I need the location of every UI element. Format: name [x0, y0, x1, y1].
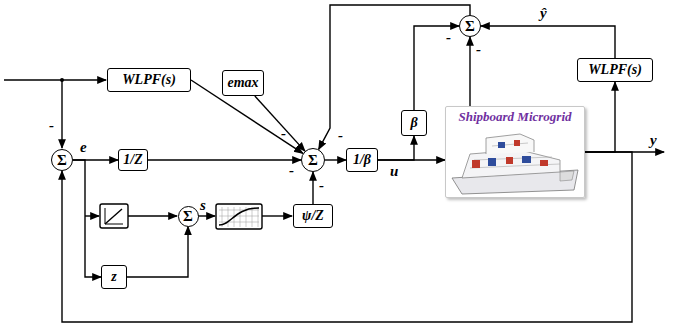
sliding-surface-wire — [198, 215, 215, 216]
block-text: β — [410, 115, 417, 130]
signal-connector — [148, 159, 301, 160]
saturation-symbol — [216, 204, 262, 229]
summing-junction: Σ — [178, 206, 199, 227]
signal-connector — [62, 152, 632, 322]
signal-connector — [312, 172, 313, 204]
signal-connector — [325, 159, 346, 160]
ship-illustration — [452, 134, 578, 194]
block-box: WLPF(s) — [577, 58, 653, 82]
signal-connector — [414, 26, 459, 110]
signal-label: ŷ — [540, 6, 547, 21]
block-text: Shipboard Microgrid — [458, 107, 571, 124]
junction-dot — [60, 78, 64, 82]
block-text: emax — [227, 75, 258, 90]
signal-label: y — [650, 133, 657, 148]
signal-connector — [469, 37, 470, 106]
block-text: Σ — [57, 152, 67, 169]
block-text: Σ — [308, 152, 318, 169]
block-box: 1/β — [346, 148, 378, 172]
derivative-symbol — [100, 204, 128, 228]
block-box: WLPF(s) — [107, 68, 191, 92]
block-text: Σ — [465, 18, 475, 35]
sign-label: - — [319, 178, 324, 193]
saturation-output-wire — [262, 215, 292, 216]
signal-connector — [319, 5, 470, 149]
sign-label: - — [476, 42, 481, 57]
summing-junction: Σ — [459, 15, 481, 37]
signal-connector — [127, 227, 188, 278]
sign-label: - — [338, 128, 343, 143]
sign-label: - — [289, 163, 294, 178]
block-text: WLPF(s) — [588, 62, 642, 77]
input-wire — [4, 79, 106, 80]
signal-connector — [585, 82, 615, 152]
block-text: 1/Z — [123, 152, 142, 167]
block-text: z — [111, 269, 116, 284]
sign-label: - — [49, 118, 54, 133]
signal-label: e — [80, 140, 87, 155]
plant-box: Shipboard Microgrid — [445, 106, 585, 198]
block-text: ψ/Z — [302, 208, 324, 223]
block-box: emax — [222, 70, 264, 96]
summing-junction: Σ — [301, 148, 325, 172]
block-box: 1/Z — [118, 149, 148, 171]
sign-label: - — [281, 126, 286, 141]
input-branch-wire — [61, 80, 62, 148]
derivative-input-wire — [85, 215, 99, 216]
block-box: ψ/Z — [293, 204, 333, 228]
summing-junction: Σ — [51, 149, 73, 171]
block-box: β — [401, 110, 427, 136]
block-text: 1/β — [353, 152, 371, 167]
derivative-output-wire — [128, 215, 177, 216]
signal-connector — [481, 26, 615, 58]
signal-label: u — [390, 164, 398, 179]
sign-label: - — [446, 30, 451, 45]
signal-connector — [73, 160, 101, 277]
block-text: Σ — [183, 208, 193, 225]
block-text: WLPF(s) — [122, 72, 176, 87]
signal-label: s — [200, 198, 206, 213]
signal-connector — [255, 96, 305, 151]
signal-connector — [378, 136, 414, 160]
block-box: z — [101, 265, 127, 289]
